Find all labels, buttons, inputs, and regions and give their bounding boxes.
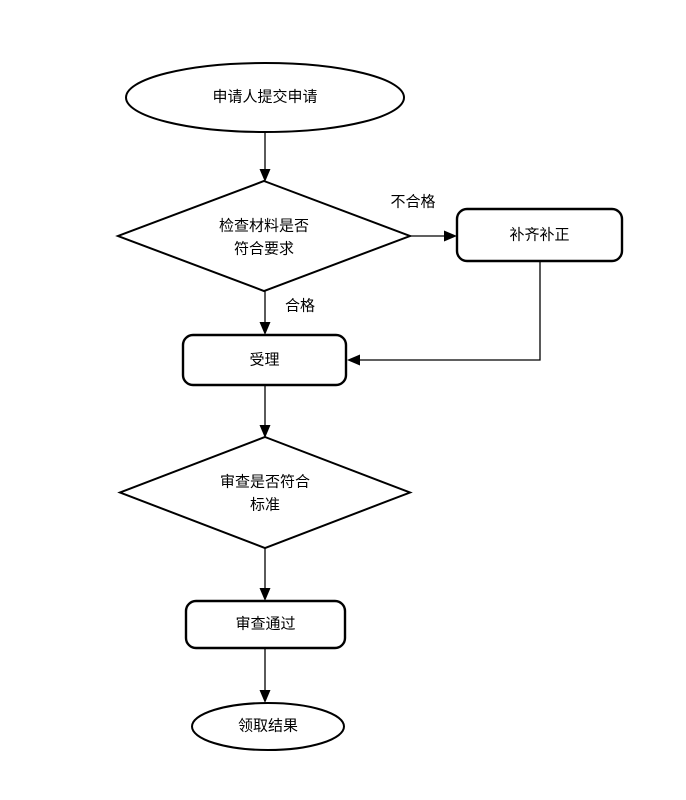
node-supplement-correction[interactable]: 补齐补正: [455, 207, 624, 263]
connector-line: [357, 261, 541, 361]
edge-check-to-supplement: 不合格: [390, 193, 457, 242]
rounded-rect-shape: [455, 207, 624, 263]
diamond-shape: [117, 435, 413, 550]
node-label: 申请人提交申请: [212, 87, 317, 105]
node-check-materials[interactable]: 检查材料是否 符合要求: [115, 179, 413, 293]
edge-submit-to-check: [259, 133, 271, 182]
arrowhead: [347, 354, 360, 366]
edge-supplement-to-accept: [347, 261, 541, 366]
edge-review-to-passed: [259, 548, 271, 601]
rounded-rect-shape: [181, 333, 348, 387]
node-label-line2: 符合要求: [234, 240, 294, 257]
node-label: 受理: [249, 351, 279, 368]
node-review-passed[interactable]: 审查通过: [184, 599, 347, 650]
node-review-standard[interactable]: 审查是否符合 标准: [117, 435, 413, 550]
arrowhead: [259, 690, 271, 703]
node-submit-application[interactable]: 申请人提交申请: [125, 62, 405, 133]
node-label: 审查通过: [235, 615, 295, 632]
node-label: 补齐补正: [509, 226, 569, 243]
arrowhead: [259, 322, 271, 335]
edge-label-reject: 不合格: [390, 193, 435, 210]
diamond-shape: [115, 179, 413, 293]
ellipse-shape: [125, 62, 405, 133]
edge-passed-to-collect: [259, 648, 271, 703]
ellipse-shape: [191, 702, 345, 751]
node-label: 领取结果: [238, 717, 298, 734]
node-collect-result[interactable]: 领取结果: [191, 702, 345, 751]
node-label-line1: 检查材料是否: [219, 217, 309, 234]
edge-accept-to-review: [259, 385, 271, 438]
edge-label-pass: 合格: [285, 297, 315, 314]
arrowhead: [259, 588, 271, 601]
arrowhead: [259, 169, 271, 182]
node-label-line1: 审查是否符合: [220, 473, 310, 490]
arrowhead: [444, 230, 457, 242]
node-label-line2: 标准: [250, 496, 280, 513]
edge-check-to-accept: 合格: [259, 291, 315, 335]
node-accept-application[interactable]: 受理: [181, 333, 348, 387]
rounded-rect-shape: [184, 599, 347, 650]
arrowhead: [259, 425, 271, 438]
